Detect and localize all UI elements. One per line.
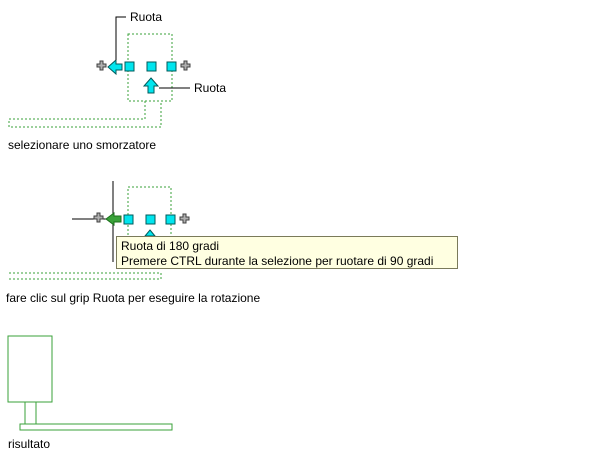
tooltip-title: Ruota di 180 gradi <box>121 239 220 253</box>
step3-result-damper <box>7 335 173 431</box>
step1-caption: selezionare uno smorzatore <box>8 138 157 152</box>
square-grip-icon[interactable] <box>146 61 157 72</box>
step2-caption: fare clic sul grip Ruota per eseguire la… <box>6 291 261 305</box>
square-grip-icon[interactable] <box>123 214 134 225</box>
square-grip-icon[interactable] <box>124 61 135 72</box>
plus-grip-icon[interactable] <box>93 212 104 223</box>
tooltip-hint: Premere CTRL durante la selezione per ru… <box>121 254 434 268</box>
rotate-tooltip: Ruota di 180 gradi Premere CTRL durante … <box>116 236 458 269</box>
damper-body <box>7 335 53 403</box>
rotate-arrow-left-grip-icon[interactable] <box>107 58 123 76</box>
damper-duct-dashed <box>8 101 162 128</box>
rotate-arrow-active-grip-icon[interactable] <box>105 212 122 226</box>
plus-grip-icon[interactable] <box>96 60 107 71</box>
step1-selected-damper <box>8 33 173 128</box>
callout-label-rotate-right: Ruota <box>194 81 227 95</box>
leader-line-top <box>115 16 126 60</box>
step3-caption: risultato <box>8 437 51 451</box>
plus-grip-icon[interactable] <box>179 213 190 224</box>
square-grip-icon[interactable] <box>165 214 176 225</box>
damper-duct-dashed <box>9 272 162 280</box>
square-grip-icon[interactable] <box>166 61 177 72</box>
square-grip-icon[interactable] <box>145 214 156 225</box>
damper-duct <box>19 423 173 431</box>
rotate-arrow-up-grip-icon[interactable] <box>142 77 160 94</box>
step2-grips <box>93 212 190 237</box>
damper-stem <box>24 401 37 425</box>
step1-grips <box>96 58 191 94</box>
step1-callout-lines <box>115 16 190 89</box>
plus-grip-icon[interactable] <box>180 60 191 71</box>
callout-label-rotate-top: Ruota <box>130 10 163 24</box>
